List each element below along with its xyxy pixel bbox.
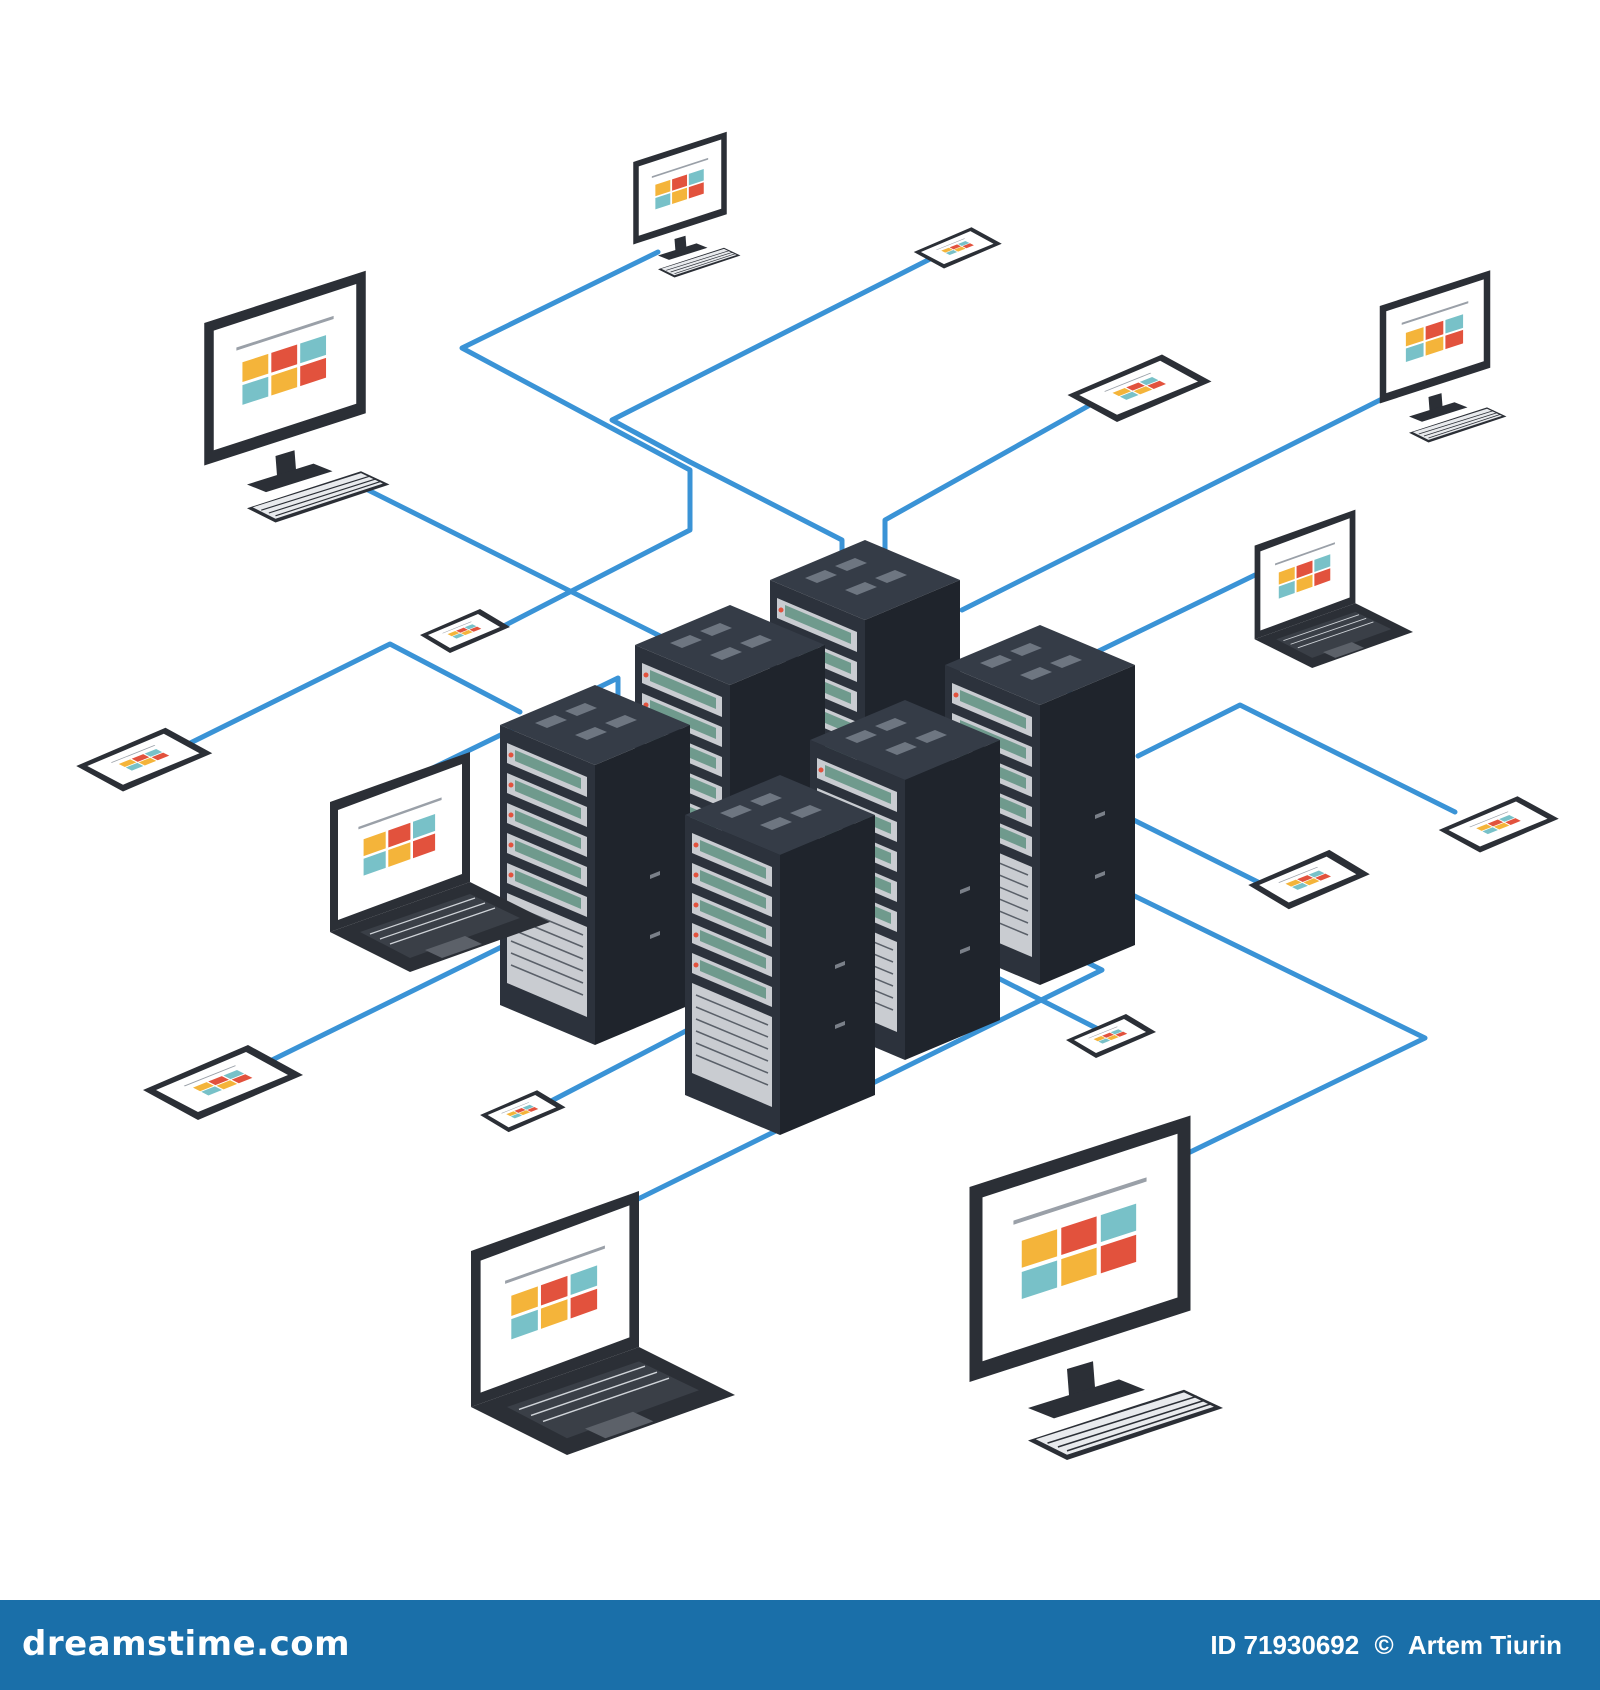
brand-watermark: dreamstime.com	[22, 1624, 351, 1664]
desktop-icon	[204, 271, 389, 523]
tablet-icon	[1068, 355, 1212, 423]
copyright-symbol: ©	[1374, 1630, 1394, 1660]
link-tablet-upper-right	[882, 402, 1093, 588]
link-tablet-left	[157, 641, 523, 761]
server-rack	[684, 774, 876, 1136]
author-name: Artem Tiurin	[1407, 1630, 1562, 1660]
laptop-icon	[471, 1191, 735, 1455]
phone-icon	[420, 609, 510, 653]
network-diagram	[0, 0, 1600, 1600]
server-cluster	[499, 539, 1136, 1136]
link-desktop-upper-right	[959, 392, 1393, 613]
tablet-icon	[76, 728, 212, 792]
laptop-icon	[1255, 510, 1413, 668]
link-desktop-bottom-right	[1017, 837, 1428, 1193]
image-id: ID 71930692	[1210, 1630, 1360, 1660]
server-rack	[499, 684, 691, 1046]
phone-icon	[1248, 850, 1370, 909]
phone-icon	[480, 1090, 565, 1132]
stock-footer: dreamstime.com ID 71930692 © Artem Tiuri…	[0, 1600, 1600, 1690]
link-desktop-upper-left	[365, 487, 663, 639]
link-tablet-right	[1135, 702, 1458, 815]
desktop-icon	[970, 1116, 1224, 1461]
link-tablet-top	[609, 255, 935, 563]
link-desktop-top	[459, 249, 693, 631]
tablet-icon	[1439, 796, 1559, 852]
desktop-icon	[1380, 270, 1507, 442]
image-credit: ID 71930692 © Artem Tiurin	[1210, 1630, 1570, 1661]
